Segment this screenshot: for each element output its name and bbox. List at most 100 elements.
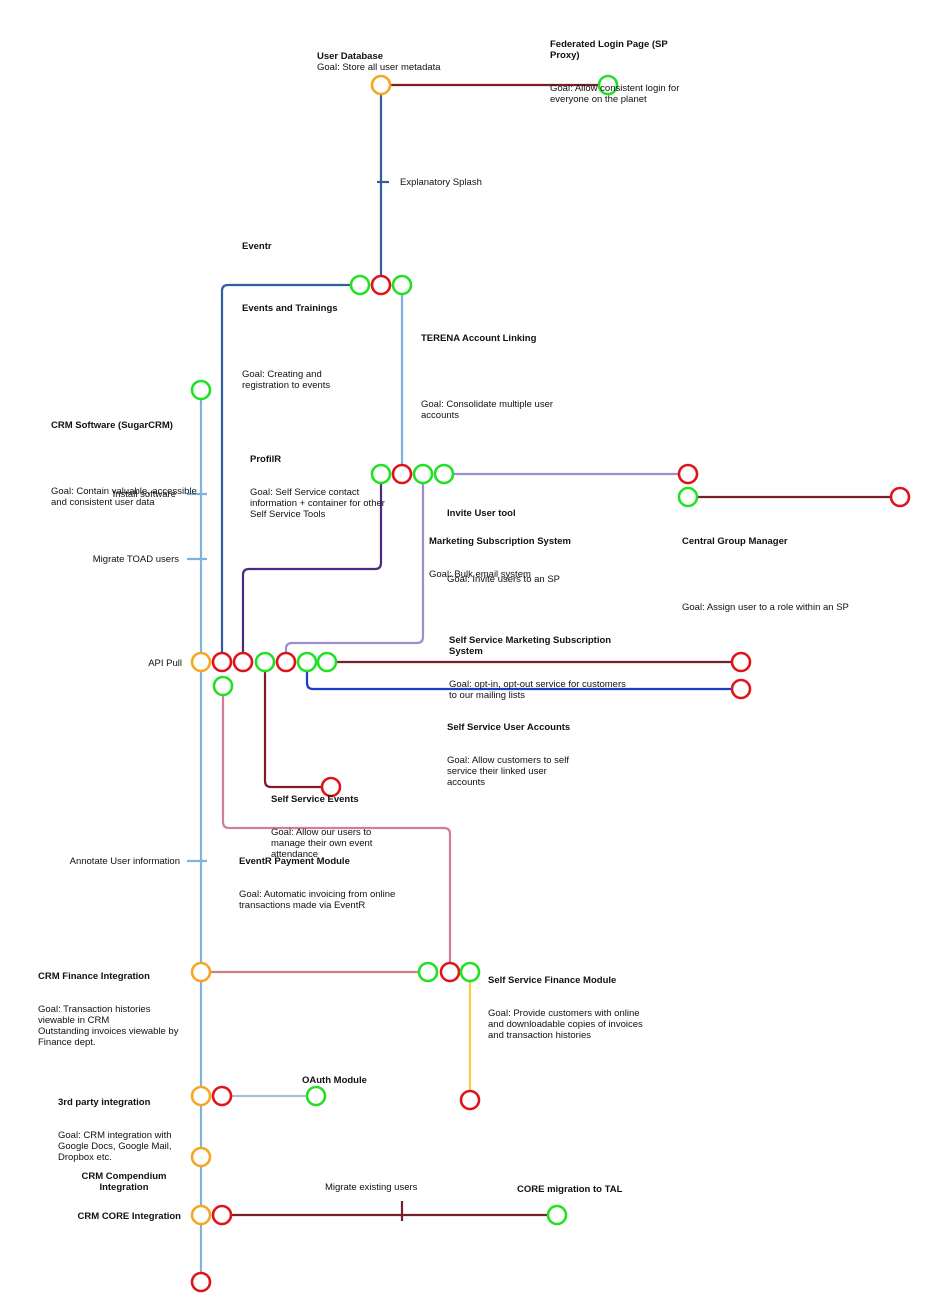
goal: Goal: Invite users to an SP: [447, 574, 561, 585]
label-federated-login: Federated Login Page (SP Proxy) Goal: Al…: [550, 17, 679, 116]
node-api-pull: [190, 651, 212, 673]
node-api-3: [232, 651, 254, 673]
text: API Pull: [148, 658, 182, 669]
node-crm-core-2: [211, 1204, 233, 1226]
label-core-migration: CORE migration to TAL: [517, 1184, 622, 1195]
title: ProfilR: [250, 454, 282, 465]
line-eventr-payment: [221, 686, 452, 972]
label-third-party: 3rd party integration Goal: CRM integrat…: [58, 1075, 172, 1174]
title: Self Service User Accounts: [447, 722, 571, 733]
goal: Goal: Allow consistent login for everyon…: [550, 83, 680, 105]
label-eventr-payment: EventR Payment Module Goal: Automatic in…: [239, 834, 395, 922]
text: Explanatory Splash: [400, 177, 482, 188]
label-invite-user: Invite User tool Goal: Invite users to a…: [447, 486, 560, 596]
goal: Goal: Contain valuable, accessible and c…: [51, 486, 197, 508]
goal: Goal: opt-in, opt-out service for custom…: [449, 679, 626, 701]
node-user-database: [370, 74, 392, 96]
goal: Goal: Bulk email system: [429, 569, 531, 580]
node-ss-finance-2: [439, 961, 461, 983]
goal: Goal: Assign user to a role within an SP: [682, 602, 849, 613]
title: TERENA Account Linking: [421, 333, 537, 344]
label-oauth: OAuth Module: [302, 1075, 367, 1086]
title: Invite User tool: [447, 508, 516, 519]
node-api-4: [254, 651, 276, 673]
title: Marketing Subscription System: [429, 536, 572, 547]
goal: Goal: Creating and registration to event…: [242, 369, 331, 391]
label-ss-events: Self Service Events Goal: Allow our user…: [271, 772, 372, 871]
node-events-trainings-1: [349, 274, 371, 296]
node-crm-finance: [190, 961, 212, 983]
label-api-pull: API Pull: [148, 658, 182, 669]
text: Install software: [112, 489, 176, 500]
label-user-database: User Database Goal: Store all user metad…: [317, 51, 441, 73]
label-crm-compendium: CRM Compendium Integration: [62, 1149, 186, 1204]
label-crm-finance: CRM Finance Integration Goal: Transactio…: [38, 949, 178, 1059]
title: CRM Software (SugarCRM): [51, 420, 173, 431]
node-third-party: [190, 1085, 212, 1107]
label-marketing-sub: Marketing Subscription System Goal: Bulk…: [429, 514, 571, 591]
text: Annotate User information: [69, 856, 180, 867]
label-annotate-user: Annotate User information: [70, 856, 180, 867]
node-api-5: [275, 651, 297, 673]
node-profilr-2: [391, 463, 413, 485]
node-central-group-3: [889, 486, 911, 508]
node-profilr-3: [412, 463, 434, 485]
label-ss-finance: Self Service Finance Module Goal: Provid…: [488, 953, 643, 1052]
title: CRM CORE Integration: [77, 1211, 181, 1222]
node-ss-events-end: [320, 776, 342, 798]
label-central-group: Central Group Manager Goal: Assign user …: [682, 514, 849, 624]
label-explanatory-splash: Explanatory Splash: [400, 177, 482, 188]
label-crm-software: CRM Software (SugarCRM) Goal: Contain va…: [51, 398, 197, 519]
node-central-group-1: [677, 463, 699, 485]
node-ss-finance-end: [459, 1089, 481, 1111]
label-ss-marketing: Self Service Marketing Subscription Syst…: [449, 613, 626, 712]
goal: Goal: Self Service contact information +…: [250, 487, 385, 520]
node-crm-core: [190, 1204, 212, 1226]
title: Self Service Events: [271, 794, 359, 805]
node-events-trainings-2: [370, 274, 392, 296]
line-marketing-to-ss: [284, 474, 425, 662]
title: 3rd party integration: [58, 1097, 151, 1108]
label-install-software: Install software: [113, 489, 176, 500]
node-profilr-1: [370, 463, 392, 485]
node-federated-login: [597, 74, 619, 96]
goal: Goal: CRM integration with Google Docs, …: [58, 1130, 172, 1163]
label-migrate-existing: Migrate existing users: [325, 1182, 417, 1193]
node-terena: [391, 274, 413, 296]
title: Self Service Finance Module: [488, 975, 617, 986]
text: Migrate TOAD users: [92, 554, 179, 565]
title: CORE migration to TAL: [517, 1184, 623, 1195]
goal: Goal: Transaction histories viewable in …: [38, 1004, 179, 1048]
line-ss-user-accounts: [305, 662, 741, 691]
label-eventr: Eventr: [242, 241, 272, 252]
node-api-7: [316, 651, 338, 673]
goal: Goal: Provide customers with online and …: [488, 1008, 643, 1041]
title: OAuth Module: [302, 1075, 367, 1086]
title: Self Service Marketing Subscription Syst…: [449, 635, 612, 657]
title: Central Group Manager: [682, 536, 788, 547]
label-migrate-toad: Migrate TOAD users: [93, 554, 179, 565]
node-api-2: [211, 651, 233, 673]
node-ss-finance-3: [459, 961, 481, 983]
node-crm-compendium: [190, 1146, 212, 1168]
label-ss-user-accounts: Self Service User Accounts Goal: Allow c…: [447, 700, 570, 799]
node-eventr-payment-start: [212, 675, 234, 697]
goal: Goal: Consolidate multiple user accounts: [421, 399, 554, 421]
node-api-6: [296, 651, 318, 673]
goal: Goal: Store all user metadata: [317, 62, 441, 73]
node-invite-user: [433, 463, 455, 485]
line-profilr-to-api: [241, 474, 383, 662]
label-events-trainings: Events and Trainings Goal: Creating and …: [242, 281, 338, 402]
title: EventR Payment Module: [239, 856, 350, 867]
node-third-party-2: [211, 1085, 233, 1107]
node-core-migration: [546, 1204, 568, 1226]
goal: Goal: Automatic invoicing from online tr…: [239, 889, 396, 911]
node-oauth: [305, 1085, 327, 1107]
title: Eventr: [242, 241, 272, 252]
text: Migrate existing users: [325, 1182, 418, 1193]
label-terena: TERENA Account Linking Goal: Consolidate…: [421, 311, 553, 432]
label-profilr: ProfilR Goal: Self Service contact infor…: [250, 432, 385, 531]
line-eventr-to-api: [220, 283, 360, 662]
node-ss-marketing-end: [730, 651, 752, 673]
node-central-group-2: [677, 486, 699, 508]
